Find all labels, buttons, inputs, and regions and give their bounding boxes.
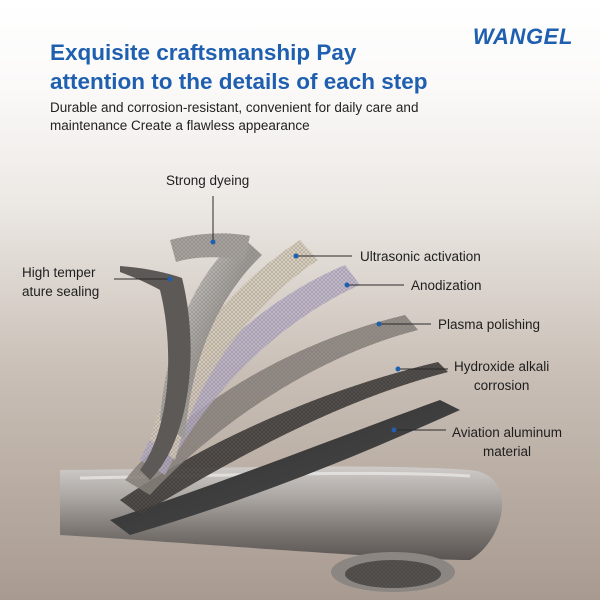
callout-aviation-line-2: material — [483, 444, 532, 459]
brand-logo: WANGEL — [472, 24, 573, 49]
subtext-line-1: Durable and corrosion-resistant, conveni… — [50, 100, 419, 115]
callout-strong-dyeing: Strong dyeing — [166, 173, 250, 188]
callout-anodization: Anodization — [411, 278, 482, 293]
leader-dot-plasma — [376, 321, 382, 327]
leader-dot-hydroxide — [395, 366, 401, 372]
callout-aviation-line-1: Aviation aluminum — [452, 425, 563, 440]
headline-line-1: Exquisite craftsmanship Pay — [50, 40, 357, 65]
leader-dot-ultrasonic — [293, 253, 299, 259]
leader-dot-strong-dyeing — [210, 239, 216, 245]
callout-high-temperature-sealing: High temper ature sealing — [22, 263, 99, 301]
headline-line-2: attention to the details of each step — [50, 69, 428, 94]
leader-dot-aviation — [391, 427, 397, 433]
subtext-line-2: maintenance Create a flawless appearance — [50, 117, 310, 133]
callout-temper-line-1: High temper — [22, 265, 96, 280]
callout-hydroxide-alkali-corrosion: Hydroxide alkali corrosion — [454, 357, 549, 395]
layer-aviation-aluminum — [110, 400, 460, 535]
page-subtext: Durable and corrosion-resistant, conveni… — [50, 99, 510, 134]
layer-temper-sealing — [120, 266, 191, 480]
callout-temper-line-2: ature sealing — [22, 284, 100, 299]
leader-dot-temper — [167, 276, 173, 282]
callout-ultrasonic-activation: Ultrasonic activation — [360, 249, 481, 264]
callout-hydroxide-line-1: Hydroxide alkali — [454, 359, 550, 374]
callout-plasma-polishing: Plasma polishing — [438, 317, 541, 332]
leader-dot-anodization — [344, 282, 350, 288]
callout-hydroxide-line-2: corrosion — [473, 378, 530, 393]
page-headline: Exquisite craftsmanship Pay attention to… — [50, 38, 490, 96]
callout-aviation-aluminum: Aviation aluminum material — [452, 423, 562, 461]
